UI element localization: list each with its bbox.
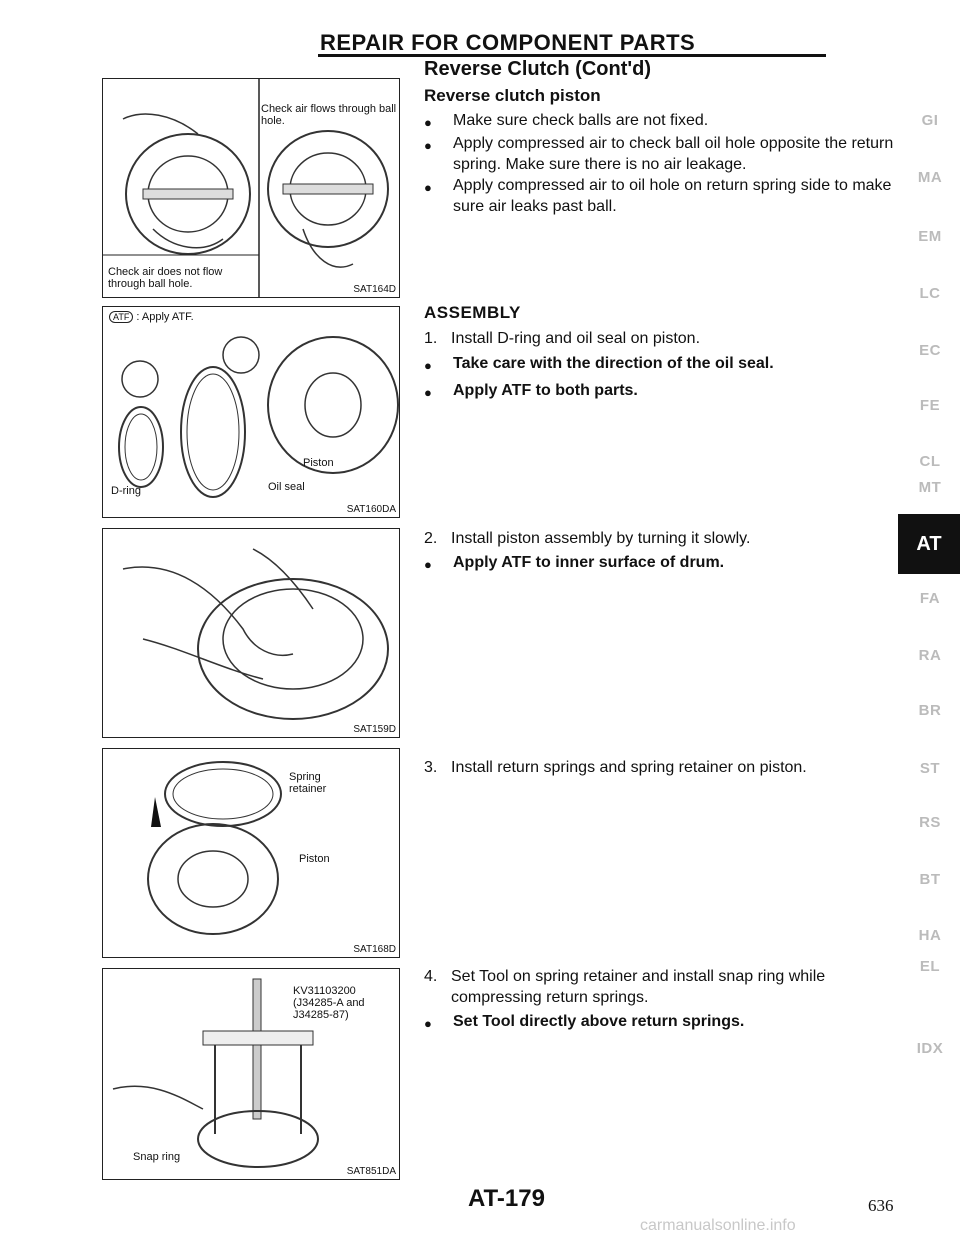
section-title: Reverse Clutch (Cont'd) (424, 58, 652, 80)
page-header-title: REPAIR FOR COMPONENT PARTS (320, 30, 696, 55)
page-code: AT-179 (468, 1185, 545, 1212)
assembly-step-1: 1. Install D-ring and oil seal on piston.… (424, 328, 894, 403)
figure-dring-oilseal: ATF : Apply ATF. Piston D-ring Oil seal … (102, 306, 400, 518)
fig2-code: SAT160DA (346, 504, 396, 515)
assembly-step-4: 4. Set Tool on spring retainer and instal… (424, 966, 908, 1034)
fig2-label-dring: D-ring (111, 485, 141, 497)
figure-snap-ring-tool: KV31103200 (J34285-A and J34285-87) Snap… (102, 968, 400, 1180)
fig4-code: SAT168D (353, 944, 396, 955)
sidebar-item-br[interactable]: BR (918, 702, 942, 719)
piston-install-illustration (122, 548, 389, 720)
atf-legend: ATF : Apply ATF. (109, 311, 194, 323)
fig4-label-piston: Piston (299, 853, 330, 865)
sidebar-item-rs[interactable]: RS (919, 814, 941, 831)
sidebar-item-cl[interactable]: CL (919, 453, 941, 470)
sidebar-item-at-active[interactable]: AT (898, 514, 960, 574)
step-number: 1. (424, 330, 438, 347)
figure-piston-install: SAT159D (102, 528, 400, 738)
figure-air-check: Check air flows through ball hole. Check… (102, 78, 400, 298)
sidebar-item-ra[interactable]: RA (918, 647, 942, 664)
fig1-label-left: Check air does not flow through ball hol… (108, 266, 223, 290)
sidebar-item-fe[interactable]: FE (919, 397, 941, 414)
piston-bullet: ● Apply compressed air to oil hole on ret… (424, 175, 906, 217)
assembly-step-2: 2. Install piston assembly by turning it … (424, 528, 894, 575)
step-note: Set Tool directly above return springs. (453, 1013, 745, 1030)
fig3-code: SAT159D (353, 724, 396, 735)
header-rule (318, 54, 826, 57)
bullet-text: Apply compressed air to oil hole on retu… (453, 177, 892, 215)
atf-badge: ATF (109, 311, 134, 323)
step-text: Install return springs and spring retain… (451, 759, 807, 776)
bullet-text: Apply compressed air to check ball oil h… (453, 135, 894, 173)
step-text: Set Tool on spring retainer and install … (451, 968, 826, 1006)
figure-spring-retainer: Spring retainer Piston SAT168D (102, 748, 400, 958)
sidebar-item-ha[interactable]: HA (918, 927, 942, 944)
air-check-illustration (103, 79, 389, 297)
sidebar-item-idx[interactable]: IDX (916, 1040, 944, 1057)
bullet-dot: ● (424, 1016, 432, 1031)
dring-oilseal-illustration (118, 336, 399, 498)
step-number: 2. (424, 530, 438, 547)
bullet-dot: ● (424, 115, 432, 130)
piston-heading: Reverse clutch piston (424, 86, 601, 105)
sidebar-item-fa[interactable]: FA (919, 590, 941, 607)
bullet-text: Make sure check balls are not fixed. (453, 112, 709, 129)
fig1-label-right: Check air flows through ball hole. (261, 103, 397, 127)
step-note: Take care with the direction of the oil … (453, 355, 774, 372)
sidebar-item-lc[interactable]: LC (919, 285, 941, 302)
bullet-dot: ● (424, 385, 432, 400)
step-note: Apply ATF to inner surface of drum. (453, 554, 725, 571)
sidebar-item-em[interactable]: EM (918, 228, 942, 245)
fig1-code: SAT164D (353, 284, 396, 295)
fig5-code: SAT851DA (346, 1166, 396, 1177)
sidebar-item-ec[interactable]: EC (919, 342, 941, 359)
piston-bullet: ● Make sure check balls are not fixed. (424, 110, 906, 133)
page-number: 636 (868, 1196, 894, 1215)
sidebar-item-mt[interactable]: MT (918, 479, 942, 496)
fig4-label-spring: Spring retainer (289, 771, 327, 795)
fig5-label-tool: KV31103200 (J34285-A and J34285-87) (293, 985, 365, 1021)
assembly-step-3: 3. Install return springs and spring reta… (424, 757, 894, 778)
sidebar-item-ma[interactable]: MA (917, 169, 943, 186)
fig2-label-piston: Piston (303, 457, 334, 469)
assembly-heading: ASSEMBLY (424, 303, 521, 322)
bullet-dot: ● (424, 557, 432, 572)
piston-bullet: ● Apply compressed air to check ball oil … (424, 133, 906, 175)
bullet-dot: ● (424, 138, 432, 153)
piston-bullets: ● Make sure check balls are not fixed. ● A… (424, 110, 906, 217)
step-text: Install D-ring and oil seal on piston. (451, 330, 701, 347)
sidebar-item-el[interactable]: EL (919, 958, 941, 975)
step-number: 4. (424, 968, 438, 985)
atf-legend-text: : Apply ATF. (136, 311, 194, 323)
sidebar-item-st[interactable]: ST (919, 760, 941, 777)
step-number: 3. (424, 759, 438, 776)
bullet-dot: ● (424, 180, 432, 195)
sidebar-item-bt[interactable]: BT (919, 871, 941, 888)
sidebar-item-gi[interactable]: GI (921, 112, 939, 129)
step-text: Install piston assembly by turning it sl… (451, 530, 751, 547)
fig2-label-oilseal: Oil seal (268, 481, 305, 493)
bullet-dot: ● (424, 358, 432, 373)
snap-ring-tool-illustration (112, 978, 319, 1168)
step-note: Apply ATF to both parts. (453, 382, 638, 399)
fig5-label-snap: Snap ring (133, 1151, 181, 1163)
watermark-text: carmanualsonline.info (640, 1217, 796, 1234)
spring-retainer-illustration (147, 761, 282, 935)
